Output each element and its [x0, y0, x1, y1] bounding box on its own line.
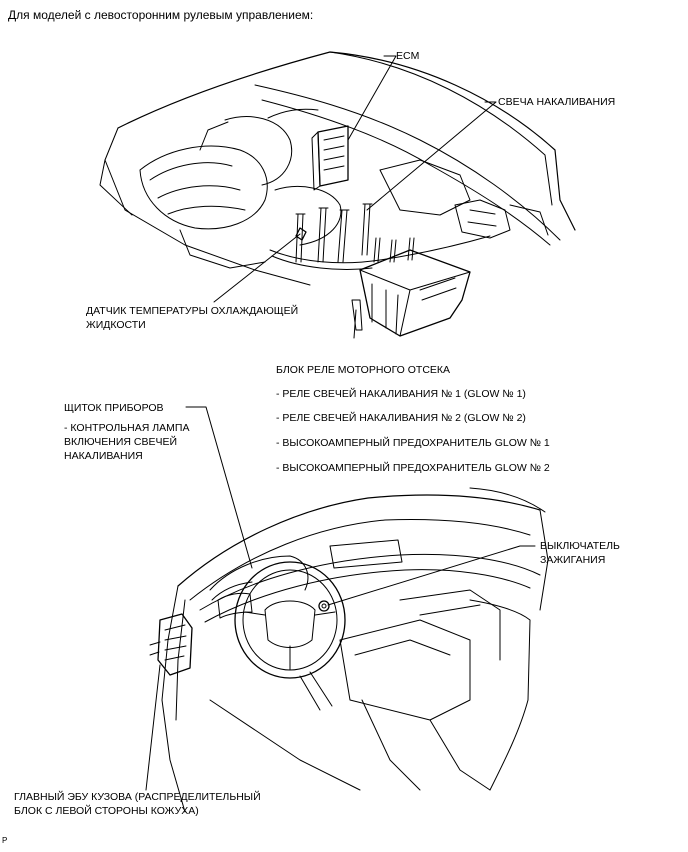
leader-glow-plug [366, 101, 497, 211]
page-mark: P [2, 836, 8, 845]
leader-combination-meter [185, 406, 253, 569]
label-body-ecu: ГЛАВНЫЙ ЭБУ КУЗОВА (РАСПРЕДЕЛИТЕЛЬНЫЙ БЛ… [14, 791, 261, 817]
page-heading: Для моделей с левосторонним рулевым упра… [8, 8, 314, 22]
label-indicator-lamp: - КОНТРОЛЬНАЯ ЛАМПА ВКЛЮЧЕНИЯ СВЕЧЕЙ НАК… [64, 422, 190, 462]
leader-ignition-switch [327, 545, 536, 606]
leader-body-ecu [145, 664, 161, 791]
cabin-drawing [149, 487, 549, 813]
label-relay-block: БЛОК РЕЛЕ МОТОРНОГО ОТСЕКА [276, 364, 451, 376]
label-ignition-switch: ВЫКЛЮЧАТЕЛЬ ЗАЖИГАНИЯ [540, 540, 620, 566]
leader-relay-block [353, 309, 357, 339]
leader-ecm [347, 55, 397, 141]
relay-item: - ВЫСОКОАМПЕРНЫЙ ПРЕДОХРАНИТЕЛЬ GLOW № 1 [276, 437, 550, 449]
relay-item: - РЕЛЕ СВЕЧЕЙ НАКАЛИВАНИЯ № 1 (GLOW № 1) [276, 388, 526, 400]
leader-coolant-sensor [213, 233, 301, 303]
label-glow-plug: СВЕЧА НАКАЛИВАНИЯ [498, 96, 616, 108]
label-coolant-sensor: ДАТЧИК ТЕМПЕРАТУРЫ ОХЛАЖДАЮЩЕЙ ЖИДКОСТИ [86, 305, 299, 331]
engine-bay-drawing [99, 51, 576, 337]
label-combination-meter: ЩИТОК ПРИБОРОВ [64, 402, 164, 414]
label-ecm: ECM [396, 50, 420, 62]
relay-item: - ВЫСОКОАМПЕРНЫЙ ПРЕДОХРАНИТЕЛЬ GLOW № 2 [276, 462, 550, 474]
relay-item: - РЕЛЕ СВЕЧЕЙ НАКАЛИВАНИЯ № 2 (GLOW № 2) [276, 412, 526, 424]
